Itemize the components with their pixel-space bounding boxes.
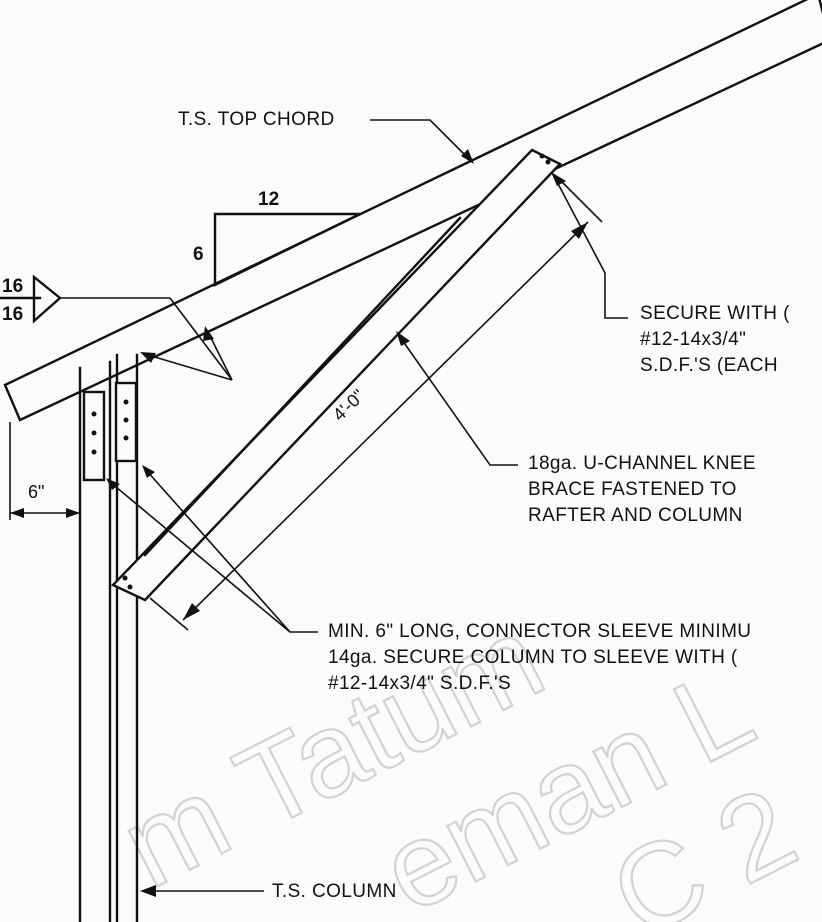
connector-sleeve-left (82, 390, 106, 482)
dimension-arrow (10, 508, 24, 518)
pitch-triangle (213, 212, 361, 287)
dimension-arrow (66, 508, 80, 518)
offset-dimension: 6" (9, 422, 80, 520)
secure-arrow (551, 172, 566, 186)
top-chord-leader (370, 119, 471, 161)
weld-size-top-text: 16 (2, 276, 23, 297)
dimension-extension-line (559, 179, 603, 223)
brace-leader (399, 336, 518, 466)
weld-leader (169, 297, 233, 381)
roof-pitch-symbol: 12 6 (193, 189, 361, 287)
column-assembly (78, 353, 139, 922)
knee-brace-inner-line (143, 216, 462, 557)
dimension-extension-line (149, 597, 189, 631)
secure-label-line-2: #12-14x3/4" (640, 329, 746, 350)
leader-arrow (203, 326, 214, 341)
top-chord-member (3, 0, 822, 422)
sleeve-label-line-3: #12-14x3/4" S.D.F.'S (328, 673, 511, 694)
fastener-dot (91, 411, 97, 417)
fastener-dot (539, 153, 545, 159)
leader-line (209, 335, 233, 381)
secure-label-line-1: SECURE WITH ( (640, 303, 790, 324)
dimension-line (182, 221, 589, 621)
leader-line (147, 354, 233, 381)
pitch-rise-text: 6 (193, 244, 204, 265)
brace-label-line-1: 18ga. U-CHANNEL KNEE (528, 453, 756, 474)
brace-arrow (396, 331, 410, 346)
sleeve-label-line-1: MIN. 6" LONG, CONNECTOR SLEEVE MINIMU (328, 621, 751, 642)
sleeve-arrow (142, 465, 155, 478)
fastener-dot (91, 430, 97, 436)
brace-callout: 18ga. U-CHANNEL KNEE BRACE FASTENED TO R… (396, 331, 756, 526)
top-chord-rafter (3, 0, 822, 422)
weld-leader-arrows (140, 326, 233, 381)
fastener-dot (91, 449, 97, 455)
fastener-dot (122, 575, 128, 581)
dimension-arrow (183, 603, 200, 620)
top-chord-label: T.S. TOP CHORD (178, 109, 335, 130)
weld-tail (32, 274, 62, 324)
fastener-dot (127, 584, 133, 590)
weld-symbol: 16 16 (0, 274, 233, 381)
knee-brace-member (110, 148, 562, 602)
weld-size-bottom-text: 16 (2, 304, 23, 325)
sleeve-leader (109, 481, 291, 633)
pitch-run-text: 12 (258, 189, 279, 210)
sleeve-label-line-2: 14ga. SECURE COLUMN TO SLEEVE WITH ( (328, 647, 738, 668)
dimension-arrow (571, 222, 588, 239)
fastener-dot (123, 435, 129, 441)
top-chord-arrow (461, 149, 474, 164)
brace-label-line-3: RAFTER AND COLUMN (528, 505, 743, 526)
column-callout: T.S. COLUMN (140, 881, 397, 902)
fastener-dot (545, 159, 551, 165)
column-arrow (140, 885, 156, 897)
dimension-offset-text: 6" (28, 482, 44, 502)
secure-callout: SECURE WITH ( #12-14x3/4" S.D.F.'S (EACH (551, 172, 790, 376)
sleeve-arrow (106, 478, 120, 490)
brace-label-line-2: BRACE FASTENED TO (528, 479, 737, 500)
fastener-dot (123, 399, 129, 405)
top-chord-callout: T.S. TOP CHORD (178, 109, 474, 164)
sleeve-callout: MIN. 6" LONG, CONNECTOR SLEEVE MINIMU 14… (106, 465, 751, 694)
secure-label-line-3: S.D.F.'S (EACH (640, 355, 778, 376)
column-label: T.S. COLUMN (272, 881, 397, 902)
secure-leader (554, 177, 628, 319)
fastener-dot (123, 417, 129, 423)
knee-brace (110, 148, 562, 602)
leader-arrow (140, 352, 156, 363)
